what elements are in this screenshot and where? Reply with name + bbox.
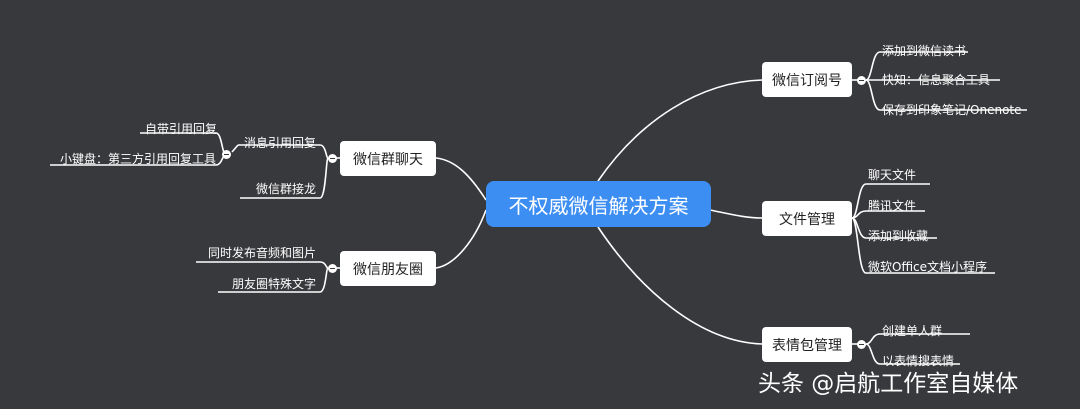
leaf-stickers-1[interactable]: 创建单人群 <box>882 324 943 338</box>
branch-stickers[interactable]: 表情包管理 <box>762 327 852 362</box>
collapse-toggle-icon[interactable] <box>857 340 866 349</box>
leaf-stickers-2[interactable]: 以表情搜表情 <box>882 354 955 368</box>
branch-group-chat[interactable]: 微信群聊天 <box>340 141 436 176</box>
collapse-toggle-icon[interactable] <box>857 76 866 85</box>
leaf-files-4[interactable]: 微软Office文档小程序 <box>868 260 988 274</box>
leaf-files-3[interactable]: 添加到收藏 <box>868 229 929 243</box>
leaf-subscription-2[interactable]: 快知：信息聚合工具 <box>882 73 991 87</box>
collapse-toggle-icon[interactable] <box>328 154 337 163</box>
leaf-group-chat-reply-2[interactable]: 小键盘：第三方引用回复工具 <box>60 152 217 166</box>
leaf-subscription-3[interactable]: 保存到印象笔记/Onenote <box>882 103 1022 117</box>
leaf-files-2[interactable]: 腾讯文件 <box>868 199 917 213</box>
root-node[interactable]: 不权威微信解决方案 <box>486 181 711 227</box>
collapse-toggle-icon[interactable] <box>328 264 337 273</box>
leaf-subscription-1[interactable]: 添加到微信读书 <box>882 44 967 58</box>
leaf-files-1[interactable]: 聊天文件 <box>868 168 917 182</box>
leaf-group-chat-2[interactable]: 微信群接龙 <box>256 182 317 196</box>
leaf-moments-1[interactable]: 同时发布音频和图片 <box>208 246 317 260</box>
branch-files[interactable]: 文件管理 <box>762 201 852 236</box>
watermark: 头条 @启航工作室自媒体 <box>758 371 1019 397</box>
leaf-group-chat-reply-1[interactable]: 自带引用回复 <box>145 122 218 136</box>
leaf-moments-2[interactable]: 朋友圈特殊文字 <box>232 277 317 291</box>
branch-subscription[interactable]: 微信订阅号 <box>762 62 852 97</box>
leaf-group-chat-reply[interactable]: 消息引用回复 <box>244 136 317 150</box>
collapse-toggle-icon[interactable] <box>222 150 231 159</box>
branch-moments[interactable]: 微信朋友圈 <box>340 251 436 286</box>
